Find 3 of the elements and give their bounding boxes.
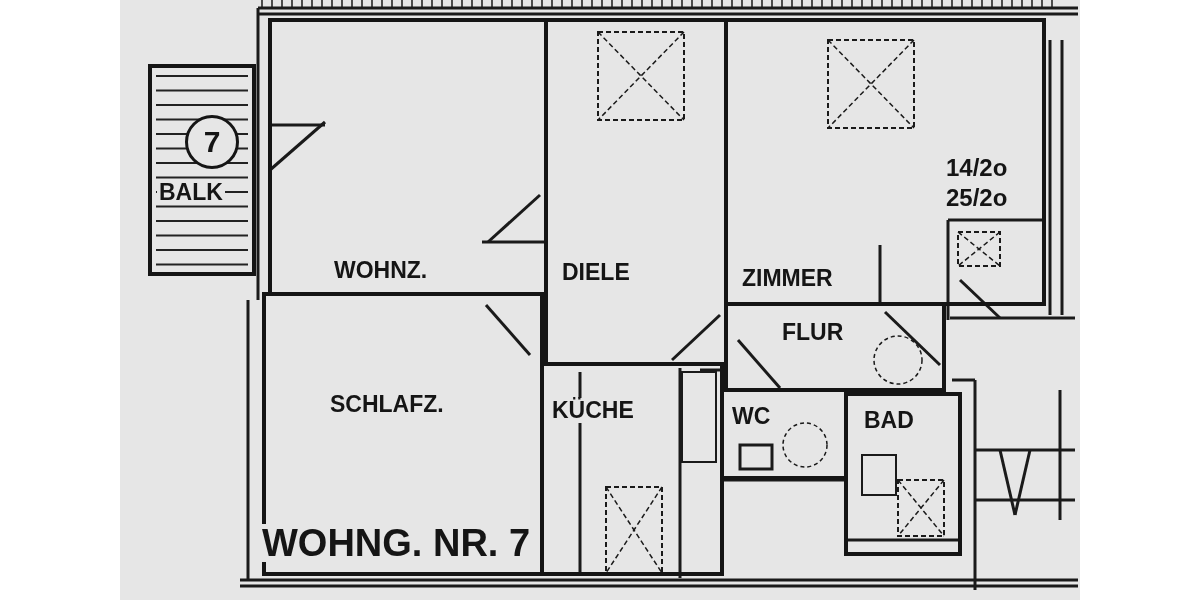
room-label: KÜCHE: [550, 398, 636, 423]
apartment-number-label: WOHNG. NR. 7: [262, 524, 531, 562]
room-outline: [844, 392, 962, 556]
